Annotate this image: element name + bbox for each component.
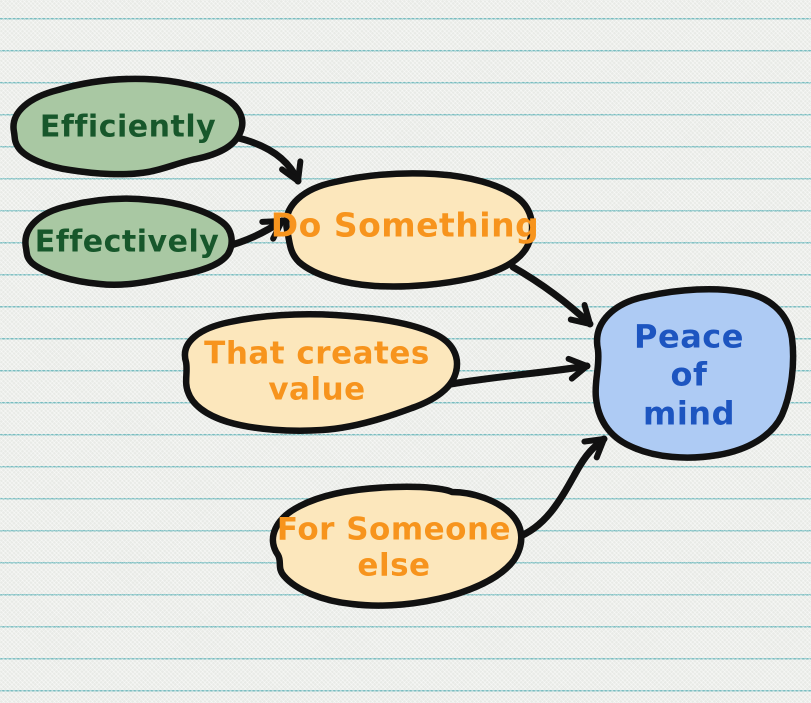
node-label-do-something[interactable]: Do Something xyxy=(270,205,540,245)
node-for-someone-else-shape[interactable] xyxy=(269,483,525,609)
node-peace-of-mind-shape[interactable] xyxy=(592,285,797,461)
edge-do-something-to-peace-of-mind[interactable] xyxy=(509,263,594,328)
node-label-effectively[interactable]: Effectively xyxy=(34,224,220,260)
edge-for-someone-else-to-peace-of-mind[interactable] xyxy=(512,435,608,542)
edge-that-creates-value-to-peace-of-mind[interactable] xyxy=(447,355,591,388)
node-label-efficiently[interactable]: Efficiently xyxy=(39,109,217,145)
node-label-for-someone-else[interactable]: For Someone else xyxy=(276,511,512,584)
node-efficiently-shape[interactable] xyxy=(10,75,246,178)
node-do-something-shape[interactable] xyxy=(283,170,536,290)
node-that-creates-value-shape[interactable] xyxy=(181,311,461,434)
edge-efficiently-to-do-something[interactable] xyxy=(230,133,304,185)
node-label-that-creates-value[interactable]: That creates value xyxy=(204,335,430,408)
node-effectively-shape[interactable] xyxy=(22,195,235,289)
node-label-peace-of-mind[interactable]: Peace of mind xyxy=(634,317,744,433)
